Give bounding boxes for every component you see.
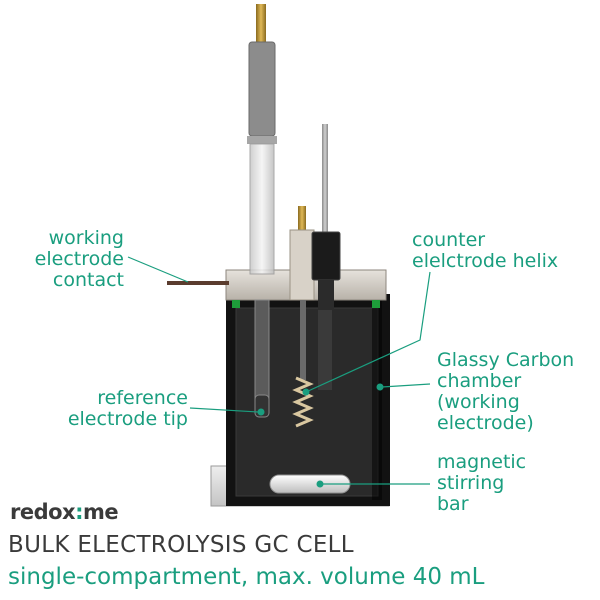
leader-glassy-carbon-chamber [381, 383, 431, 388]
label-magnetic-stirring-bar: magnetic stirring bar [437, 451, 527, 515]
brand-logo: redox:me [10, 500, 119, 524]
page-subtitle: single-compartment, max. volume 40 mL [8, 564, 485, 590]
leader-counter-electrode-helix [305, 271, 431, 393]
counter-electrode [289, 206, 315, 428]
label-counter-electrode-helix: counter elelctrode helix [412, 229, 559, 272]
leader-dots [302, 383, 384, 488]
reference-electrode-tip-marker [257, 408, 265, 416]
label-reference-electrode-tip: reference electrode tip [67, 387, 188, 430]
label-working-electrode-contact: working electrode contact [34, 227, 124, 291]
gas-tube [311, 124, 341, 390]
brand-logo-dot: : [75, 500, 84, 524]
page-title: BULK ELECTROLYSIS GC CELL [8, 532, 354, 558]
glassy-carbon-chamber [226, 294, 390, 506]
leader-lines [127, 256, 431, 485]
counter-electrode-helix [292, 376, 314, 428]
working-electrode-contact [167, 281, 229, 285]
label-glassy-carbon-chamber: Glassy Carbon chamber (working electrode… [437, 349, 575, 434]
leader-reference-electrode-tip [189, 407, 259, 413]
reference-electrode [247, 4, 277, 418]
leader-working-electrode-contact [127, 256, 189, 283]
